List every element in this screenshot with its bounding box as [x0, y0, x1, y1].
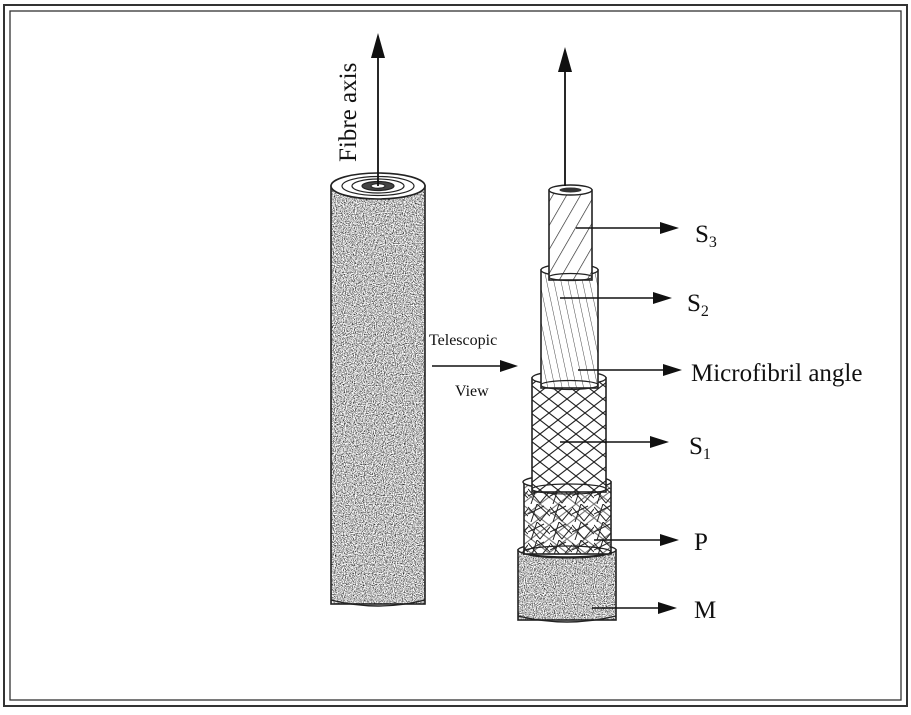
fibre-axis-arrow — [371, 33, 385, 186]
s1-label: S1 — [689, 434, 711, 459]
telescopic-axis-arrow — [558, 47, 572, 186]
s2-subscript: 2 — [701, 303, 709, 320]
outer-frame — [4, 5, 907, 706]
s2-label: S2 — [687, 291, 709, 316]
s3-subscript: 3 — [709, 234, 717, 251]
whole-fibre-cylinder — [331, 173, 425, 606]
s3-label: S3 — [695, 222, 717, 247]
fibre-axis-label: Fibre axis — [336, 63, 361, 162]
view-label: View — [455, 384, 489, 400]
s1-subscript: 1 — [703, 446, 711, 463]
layer-m-cylinder — [518, 543, 616, 622]
s1-letter: S — [689, 433, 703, 460]
telescopic-arrow — [432, 360, 518, 372]
s2-letter: S — [687, 290, 701, 317]
p-label: P — [694, 530, 708, 555]
m-label: M — [694, 598, 716, 623]
inner-frame — [10, 11, 901, 700]
s3-letter: S — [695, 221, 709, 248]
microfibril-angle-label: Microfibril angle — [691, 361, 862, 386]
layer-s3-cylinder — [549, 185, 592, 281]
telescopic-label: Telescopic — [429, 333, 497, 349]
